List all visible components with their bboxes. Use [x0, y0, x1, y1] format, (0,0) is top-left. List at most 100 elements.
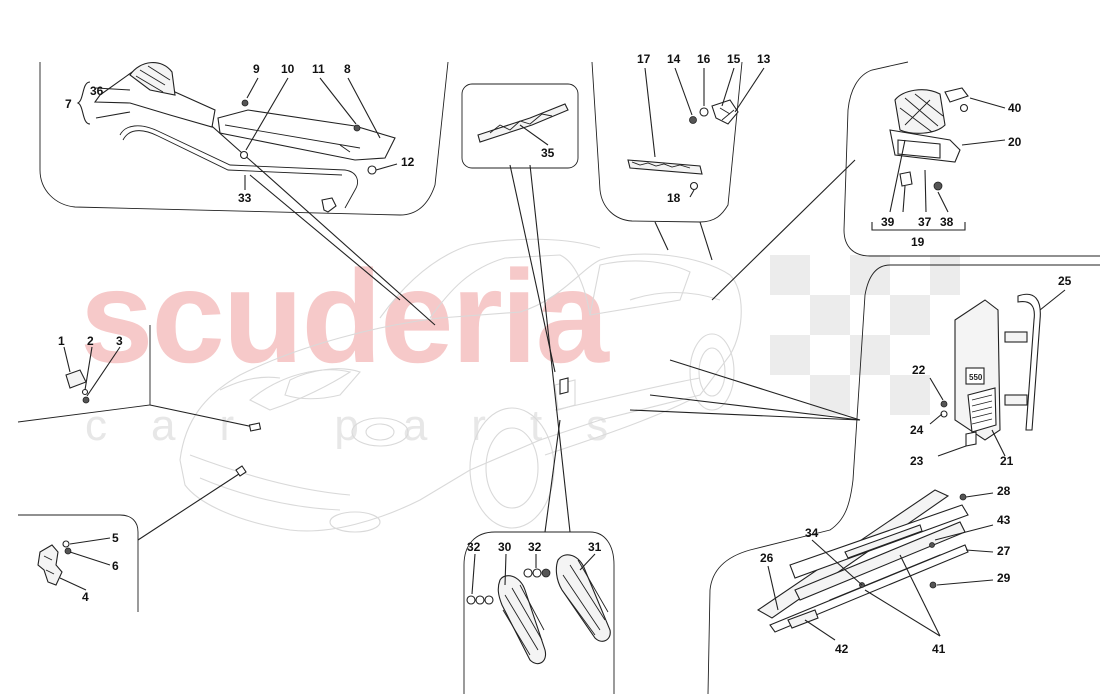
callout-29: 29 — [997, 571, 1011, 585]
washer-32e — [532, 568, 542, 578]
watermark-subtitle: car parts — [85, 401, 652, 450]
callout-19: 19 — [911, 235, 925, 249]
side-vent-marker — [559, 377, 569, 395]
nut-32f — [541, 568, 551, 578]
car-body-outline — [179, 238, 742, 533]
washer-32a — [466, 595, 476, 605]
prancing-horse-emblem — [37, 544, 63, 586]
washer-16 — [699, 107, 709, 117]
washer-32d — [523, 568, 533, 578]
clip-23 — [965, 431, 977, 447]
callout-43: 43 — [997, 513, 1011, 527]
callout-6: 6 — [112, 559, 119, 573]
callout-39: 39 — [881, 215, 895, 229]
trim-strip-lower — [1004, 394, 1028, 406]
checkered-flag-watermark — [770, 255, 960, 415]
callout-10: 10 — [281, 62, 295, 76]
screw-11 — [353, 124, 361, 132]
callout-4: 4 — [82, 590, 89, 604]
pillar-badge — [965, 367, 985, 385]
callout-12: 12 — [401, 155, 415, 169]
pillar-trim-group: 550 — [929, 289, 1066, 457]
callout-17: 17 — [637, 52, 651, 66]
callout-11: 11 — [312, 62, 325, 76]
washer-5 — [62, 540, 70, 548]
callout-9: 9 — [253, 62, 260, 76]
rear-script-emblem — [627, 159, 703, 175]
callout-14: 14 — [667, 52, 681, 66]
washer-40 — [959, 103, 969, 113]
callout-16: 16 — [697, 52, 711, 66]
callout-41: 41 — [932, 642, 946, 656]
drain-hose — [122, 130, 343, 176]
nut-3 — [82, 396, 90, 404]
callout-13: 13 — [757, 52, 771, 66]
callout-7: 7 — [65, 97, 72, 111]
sill-plate-group — [756, 489, 994, 641]
washer-24 — [940, 410, 948, 418]
callout-24: 24 — [910, 423, 924, 437]
callout-33: 33 — [238, 191, 252, 205]
front-badge-group — [63, 346, 121, 404]
washer-32b — [475, 595, 485, 605]
callout-27: 27 — [997, 544, 1011, 558]
callout-25: 25 — [1058, 274, 1072, 288]
callout-30: 30 — [498, 540, 512, 554]
callout-32-right: 32 — [528, 540, 542, 554]
side-script-group — [477, 103, 569, 146]
screw-38 — [933, 181, 943, 191]
side-script-emblem — [477, 103, 569, 143]
callout-26: 26 — [760, 551, 774, 565]
callout-42: 42 — [835, 642, 849, 656]
front-badge-marker — [248, 422, 262, 432]
callout-37: 37 — [918, 215, 932, 229]
callout-21: 21 — [1000, 454, 1014, 468]
clip-15 — [711, 99, 739, 125]
clip-39 — [899, 171, 913, 187]
callout-40: 40 — [1008, 101, 1022, 115]
callout-38: 38 — [940, 215, 954, 229]
sill-plate-strip — [769, 544, 969, 633]
washer-2 — [81, 388, 89, 396]
pillar-seal — [1017, 293, 1041, 431]
left-side-vent-grille — [497, 575, 547, 665]
pillar-badge-text: 550 — [969, 373, 983, 382]
callout-28: 28 — [997, 484, 1011, 498]
screw-29 — [929, 581, 937, 589]
callout-34: 34 — [805, 526, 819, 540]
screw-9 — [241, 99, 249, 107]
callout-36: 36 — [90, 84, 104, 98]
callout-numbers: 7 36 9 10 11 8 12 33 35 17 14 16 15 13 1… — [58, 52, 1072, 656]
nut-14 — [689, 116, 697, 124]
side-vent-group — [466, 553, 611, 665]
nut-6 — [64, 547, 72, 555]
right-side-vent-grille — [555, 554, 611, 642]
rear-emblem-group — [627, 67, 765, 198]
nut-32c — [484, 595, 494, 605]
trim-strip-upper — [1004, 331, 1028, 343]
hose-clip — [321, 197, 337, 213]
screw-22 — [940, 400, 948, 408]
bracket-40 — [944, 87, 969, 103]
callout-3: 3 — [116, 334, 123, 348]
callout-22: 22 — [912, 363, 926, 377]
callout-5: 5 — [112, 531, 119, 545]
screw-28 — [959, 493, 967, 501]
car-location-markers — [235, 377, 569, 477]
watermark-brand: scuderia — [80, 243, 611, 390]
front-emblem-group — [37, 537, 111, 591]
callout-1: 1 — [58, 334, 65, 348]
callout-18: 18 — [667, 191, 681, 205]
callout-23: 23 — [910, 454, 924, 468]
front-emblem-marker — [235, 465, 247, 477]
callout-15: 15 — [727, 52, 741, 66]
callout-2: 2 — [87, 334, 94, 348]
callout-8: 8 — [344, 62, 351, 76]
callout-31: 31 — [588, 540, 602, 554]
nut-10 — [239, 150, 249, 160]
air-intake-group — [76, 62, 398, 213]
sill-plate-insert-1 — [844, 524, 923, 559]
rear-grille-group — [871, 87, 1006, 231]
